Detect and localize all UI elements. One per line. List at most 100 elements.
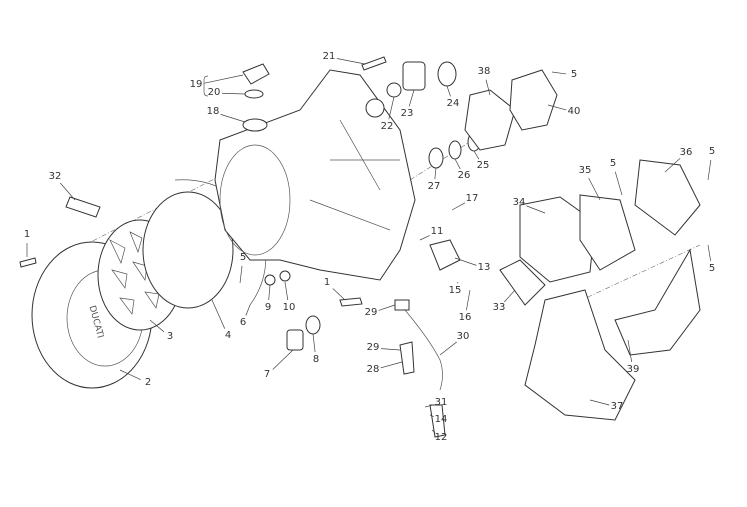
leader-line (466, 289, 471, 311)
part-callout: 33 (492, 302, 506, 313)
part-callout: 13 (477, 262, 491, 273)
part-callout: 36 (679, 147, 693, 158)
part-callout: 5 (239, 252, 247, 263)
plug (286, 329, 304, 351)
part-callout: 5 (570, 69, 578, 80)
leader-line (245, 304, 251, 316)
part-callout: 22 (380, 121, 394, 132)
leader-line (547, 104, 567, 111)
part-callout: 5 (708, 263, 716, 274)
leader-line (284, 281, 289, 301)
part-callout: 20 (207, 87, 221, 98)
leader-line (221, 92, 246, 95)
part-callout: 10 (282, 302, 296, 313)
part-callout: 6 (239, 317, 247, 328)
inner-plate (142, 191, 234, 309)
leader-line (220, 114, 246, 123)
leader-line (419, 235, 430, 241)
leader-line (239, 265, 243, 284)
leader-line (707, 244, 712, 262)
sensor-plate (509, 69, 558, 131)
part-callout: 5 (609, 158, 617, 169)
leader-line (431, 429, 436, 433)
part-callout: 3 (166, 331, 174, 342)
part-callout: 40 (567, 106, 581, 117)
leader-line (312, 333, 316, 353)
leader-line (380, 361, 403, 369)
part-callout: 1 (323, 277, 331, 288)
part-callout: 23 (400, 108, 414, 119)
part-callout: 34 (512, 197, 526, 208)
part-callout: 30 (456, 331, 470, 342)
part-callout: 14 (434, 414, 448, 425)
part-callout: 4 (224, 330, 232, 341)
part-callout: 25 (476, 160, 490, 171)
leader-line (439, 341, 457, 356)
part-callout: 5 (708, 146, 716, 157)
crankcase-cover (214, 69, 416, 281)
part-callout: 32 (48, 171, 62, 182)
leader-line (434, 167, 437, 180)
part-callout: 7 (263, 369, 271, 380)
leader-line (378, 304, 396, 311)
leader-line (429, 414, 434, 418)
guard-bracket (614, 248, 701, 356)
leader-line (446, 85, 451, 97)
assembly-axis (409, 109, 521, 181)
label-sticker (65, 196, 101, 218)
leader-line (268, 284, 271, 301)
part-callout: 37 (610, 401, 624, 412)
assembly-axis (559, 244, 701, 311)
group-bracket (203, 75, 209, 97)
leader-line (451, 202, 466, 211)
part-callout: 1 (23, 229, 31, 240)
leader-line (149, 319, 165, 333)
sensor (429, 404, 446, 438)
part-callout: 8 (312, 354, 320, 365)
part-callout: 2 (144, 377, 152, 388)
leader-line (526, 205, 546, 214)
guard-bracket (524, 289, 636, 421)
leader-line (408, 89, 415, 107)
leader-line (588, 177, 601, 201)
leader-line (551, 71, 567, 75)
part-callout: 27 (427, 181, 441, 192)
leader-line (211, 299, 226, 329)
bracket (579, 194, 636, 271)
part-callout: 35 (578, 165, 592, 176)
part-callout: 38 (477, 66, 491, 77)
leader-line (59, 182, 76, 201)
leader-line (614, 171, 623, 196)
leader-line (380, 348, 401, 351)
part-callout: 39 (626, 364, 640, 375)
leader-line (332, 288, 346, 301)
part-callout: 29 (364, 307, 378, 318)
part-callout: 9 (264, 302, 272, 313)
part-callout: 16 (458, 312, 472, 323)
leader-line (203, 74, 244, 84)
part-callout: 19 (189, 79, 203, 90)
leader-line (454, 158, 461, 170)
part-callout: 12 (434, 432, 448, 443)
part-callout: 24 (446, 98, 460, 109)
part-callout: 18 (206, 106, 220, 117)
leader-line (504, 289, 516, 303)
leader-line (336, 58, 366, 65)
part-callout: 29 (366, 342, 380, 353)
leader-line (473, 150, 480, 160)
screw (361, 56, 387, 71)
part-callout: 21 (322, 51, 336, 62)
part-callout: 31 (434, 397, 448, 408)
leader-line (454, 257, 477, 266)
leader-line (388, 96, 395, 120)
oil-pipe (404, 309, 443, 391)
sensor-bracket (464, 89, 516, 151)
part-callout: 26 (457, 170, 471, 181)
part-callout: 11 (430, 226, 444, 237)
part-callout: 17 (465, 193, 479, 204)
leader-line (424, 404, 434, 408)
oil-filler-cap (242, 63, 270, 85)
leader-line (272, 349, 294, 370)
